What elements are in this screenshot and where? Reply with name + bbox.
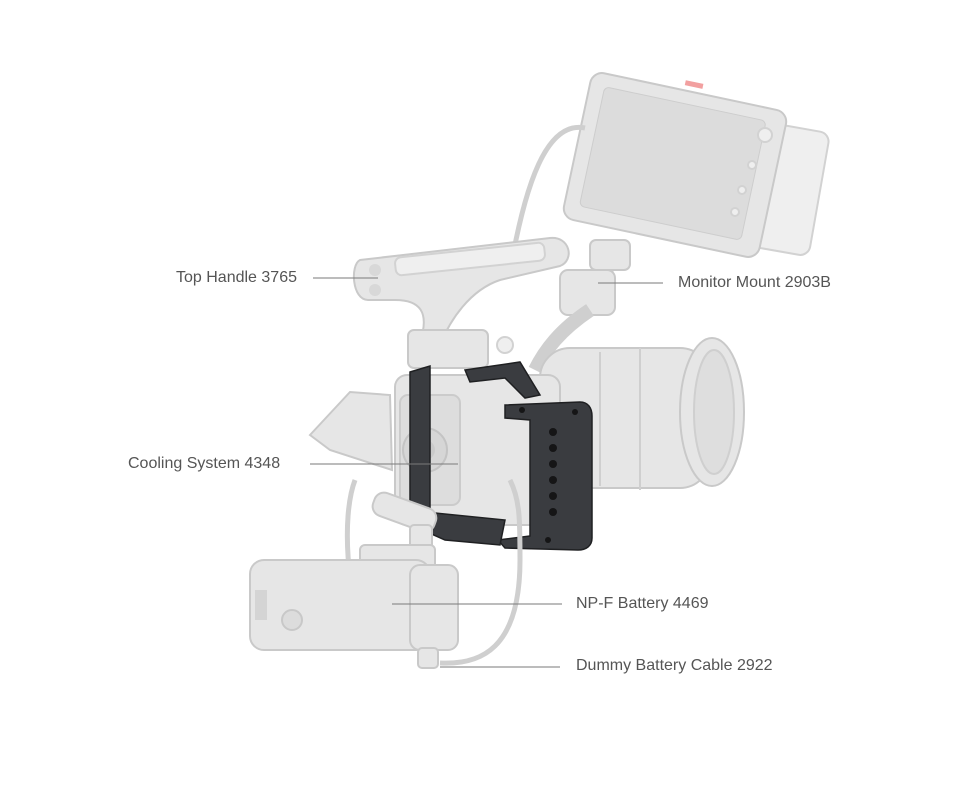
callout-cooling-system: Cooling System 4348 [128,455,281,472]
camera-cage-icon [398,361,593,551]
callout-top-handle: Top Handle 3765 [176,269,297,286]
callout-dummy-battery-cable: Dummy Battery Cable 2922 [576,657,773,674]
monitor-mount-icon [528,269,616,374]
top-handle-icon [352,236,570,347]
monitor-icon [509,72,830,302]
camera-icon [308,329,561,526]
battery-icon [249,478,523,669]
callout-monitor-mount: Monitor Mount 2903B [678,274,831,291]
callout-npf-battery: NP-F Battery 4469 [576,595,709,612]
